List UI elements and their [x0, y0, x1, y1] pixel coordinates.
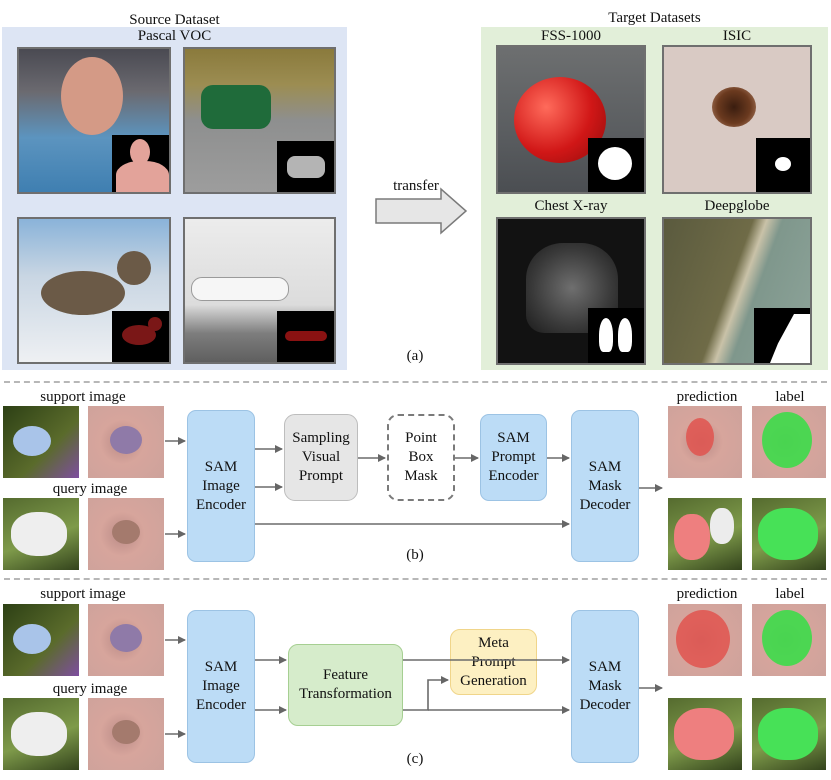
caption-c: (c) — [406, 751, 424, 767]
support-image-label-c: support image — [40, 586, 126, 602]
point-box-mask-box: Point Box Mask — [387, 414, 455, 501]
source-title: Source Dataset — [129, 12, 220, 28]
sam-image-encoder-c: SAM Image Encoder — [187, 610, 255, 763]
target-title: Target Datasets — [608, 10, 701, 26]
feature-transformation-box: Feature Transformation — [288, 644, 403, 726]
label-lesion-b — [752, 406, 826, 478]
target-image-isic — [662, 45, 812, 194]
car-mask — [277, 141, 334, 192]
separator-ab — [4, 381, 827, 383]
label-butterfly-c — [752, 698, 826, 770]
label-label-b: label — [775, 389, 805, 405]
airplane-mask — [277, 311, 334, 362]
source-image-cat — [17, 217, 171, 364]
deepglobe-mask — [754, 308, 810, 363]
support-butterfly-c — [3, 604, 79, 676]
source-subtitle: Pascal VOC — [137, 28, 212, 44]
source-image-car — [183, 47, 336, 194]
target-image-chest — [496, 217, 646, 365]
airplane-body — [191, 277, 289, 301]
target-label-isic: ISIC — [722, 28, 752, 44]
prediction-butterfly-b — [668, 498, 742, 570]
sam-image-encoder-b: SAM Image Encoder — [187, 410, 255, 562]
support-lesion-c — [88, 604, 164, 676]
target-label-fss: FSS-1000 — [540, 28, 602, 44]
lesion-mask — [756, 138, 810, 192]
prediction-label-c: prediction — [676, 586, 738, 602]
sam-mask-decoder-b: SAM Mask Decoder — [571, 410, 639, 562]
prediction-label-b: prediction — [676, 389, 738, 405]
target-image-apple — [496, 45, 646, 194]
prediction-butterfly-c — [668, 698, 742, 770]
cat-body — [41, 271, 125, 315]
caption-b: (b) — [406, 547, 424, 563]
transfer-label: transfer — [393, 178, 439, 194]
lungs-mask — [588, 308, 644, 363]
query-butterfly-c — [3, 698, 79, 770]
sam-mask-decoder-c: SAM Mask Decoder — [571, 610, 639, 763]
label-butterfly-b — [752, 498, 826, 570]
query-lesion-b — [88, 498, 164, 570]
query-image-label-c: query image — [52, 681, 128, 697]
target-label-chest: Chest X-ray — [534, 198, 608, 214]
sampling-visual-prompt-box: Sampling Visual Prompt — [284, 414, 358, 501]
caption-a: (a) — [406, 348, 424, 364]
sam-prompt-encoder-box: SAM Prompt Encoder — [480, 414, 547, 501]
separator-bc — [4, 578, 827, 580]
source-image-person — [17, 47, 171, 194]
prediction-lesion-b — [668, 406, 742, 478]
support-image-label-b: support image — [40, 389, 126, 405]
query-butterfly-b — [3, 498, 79, 570]
apple-mask — [588, 138, 644, 192]
person-face — [61, 57, 123, 135]
car-body — [201, 85, 271, 129]
support-butterfly-b — [3, 406, 79, 478]
query-lesion-c — [88, 698, 164, 770]
target-label-deepglobe: Deepglobe — [704, 198, 770, 214]
person-mask — [112, 135, 169, 192]
query-image-label-b: query image — [52, 481, 128, 497]
cat-mask — [112, 311, 169, 362]
prediction-lesion-c — [668, 604, 742, 676]
source-image-airplane — [183, 217, 336, 364]
label-lesion-c — [752, 604, 826, 676]
target-image-deepglobe — [662, 217, 812, 365]
cat-head — [117, 251, 151, 285]
support-lesion-b — [88, 406, 164, 478]
label-label-c: label — [775, 586, 805, 602]
meta-prompt-generation-box: Meta Prompt Generation — [450, 629, 537, 695]
lesion — [712, 87, 756, 127]
